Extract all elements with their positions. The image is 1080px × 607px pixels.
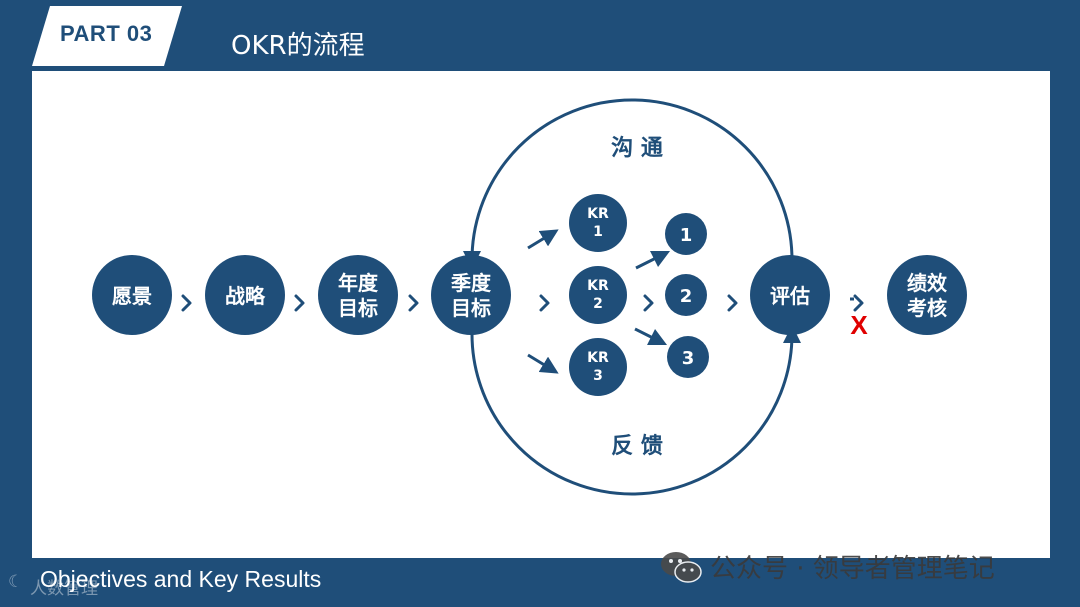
node-kr2-line2: 2: [593, 296, 603, 312]
node-strategy-label: 战略: [225, 284, 266, 308]
node-quarterly-goal: 季度 目标: [431, 255, 511, 335]
content-panel: 沟 通 反 馈 愿景 战略 年度: [32, 71, 1050, 558]
feedback-loop-arc: [470, 325, 801, 496]
wechat-icon: [661, 551, 702, 583]
node-1-label: 1: [680, 225, 693, 246]
arrow-kr1-n1: [635, 250, 671, 270]
node-kr1-line1: KR: [587, 206, 609, 222]
node-performance-line2: 考核: [907, 296, 947, 320]
node-kr3: KR 3: [569, 338, 627, 396]
footer-logo-icon: ☾: [8, 572, 24, 592]
arrow-n2-evaluate: [727, 294, 738, 312]
arrow-kr2-n2: [643, 294, 654, 312]
node-strategy: 战略: [205, 255, 285, 335]
arrow-quarterly-kr3: [527, 353, 559, 374]
node-evaluate: 评估: [750, 255, 830, 335]
node-annual-goal-line1: 年度: [338, 271, 379, 295]
watermark-text: 公众号 · 领导者管理笔记: [710, 554, 995, 584]
footer-subtitle: Objectives and Key Results: [40, 566, 322, 592]
node-2: 2: [665, 274, 707, 316]
watermark: 公众号 · 领导者管理笔记: [658, 548, 995, 585]
feedback-label: 反 馈: [611, 433, 663, 459]
okr-flow-diagram: 沟 通 反 馈 愿景 战略 年度: [92, 98, 967, 496]
footer-logo-text: 人数管理: [30, 579, 98, 599]
node-kr2: KR 2: [569, 266, 627, 324]
node-3: 3: [667, 336, 709, 378]
part-tab: PART 03: [32, 6, 182, 66]
node-kr1: KR 1: [569, 194, 627, 252]
blocked-x-mark: X: [850, 310, 868, 340]
node-annual-goal-line2: 目标: [338, 296, 378, 320]
node-evaluate-label: 评估: [770, 284, 810, 308]
node-kr3-line1: KR: [587, 350, 609, 366]
node-kr1-line2: 1: [593, 224, 603, 240]
arrow-quarterly-kr1: [527, 229, 559, 250]
communication-label: 沟 通: [611, 135, 663, 161]
part-label: PART 03: [60, 21, 153, 46]
arrow-quarterly-kr2: [539, 294, 550, 312]
arrow-annual-quarterly: [408, 294, 419, 312]
node-kr2-line1: KR: [587, 278, 609, 294]
node-vision: 愿景: [92, 255, 172, 335]
arrow-strategy-annual: [294, 294, 305, 312]
node-quarterly-goal-line2: 目标: [451, 296, 491, 320]
node-kr3-line2: 3: [593, 368, 603, 384]
node-3-label: 3: [682, 348, 695, 369]
node-annual-goal: 年度 目标: [318, 255, 398, 335]
arrow-kr2-n3: [634, 327, 668, 346]
node-1: 1: [665, 213, 707, 255]
node-performance-line1: 绩效: [907, 271, 947, 295]
node-2-label: 2: [680, 286, 693, 307]
communication-loop-arc: [463, 98, 794, 269]
node-vision-label: 愿景: [112, 284, 152, 308]
node-performance: 绩效 考核: [887, 255, 967, 335]
node-quarterly-goal-line1: 季度: [450, 271, 492, 295]
arrow-evaluate-performance: [853, 294, 864, 312]
arrow-vision-strategy: [181, 294, 192, 312]
page-title: OKR的流程: [231, 31, 365, 61]
